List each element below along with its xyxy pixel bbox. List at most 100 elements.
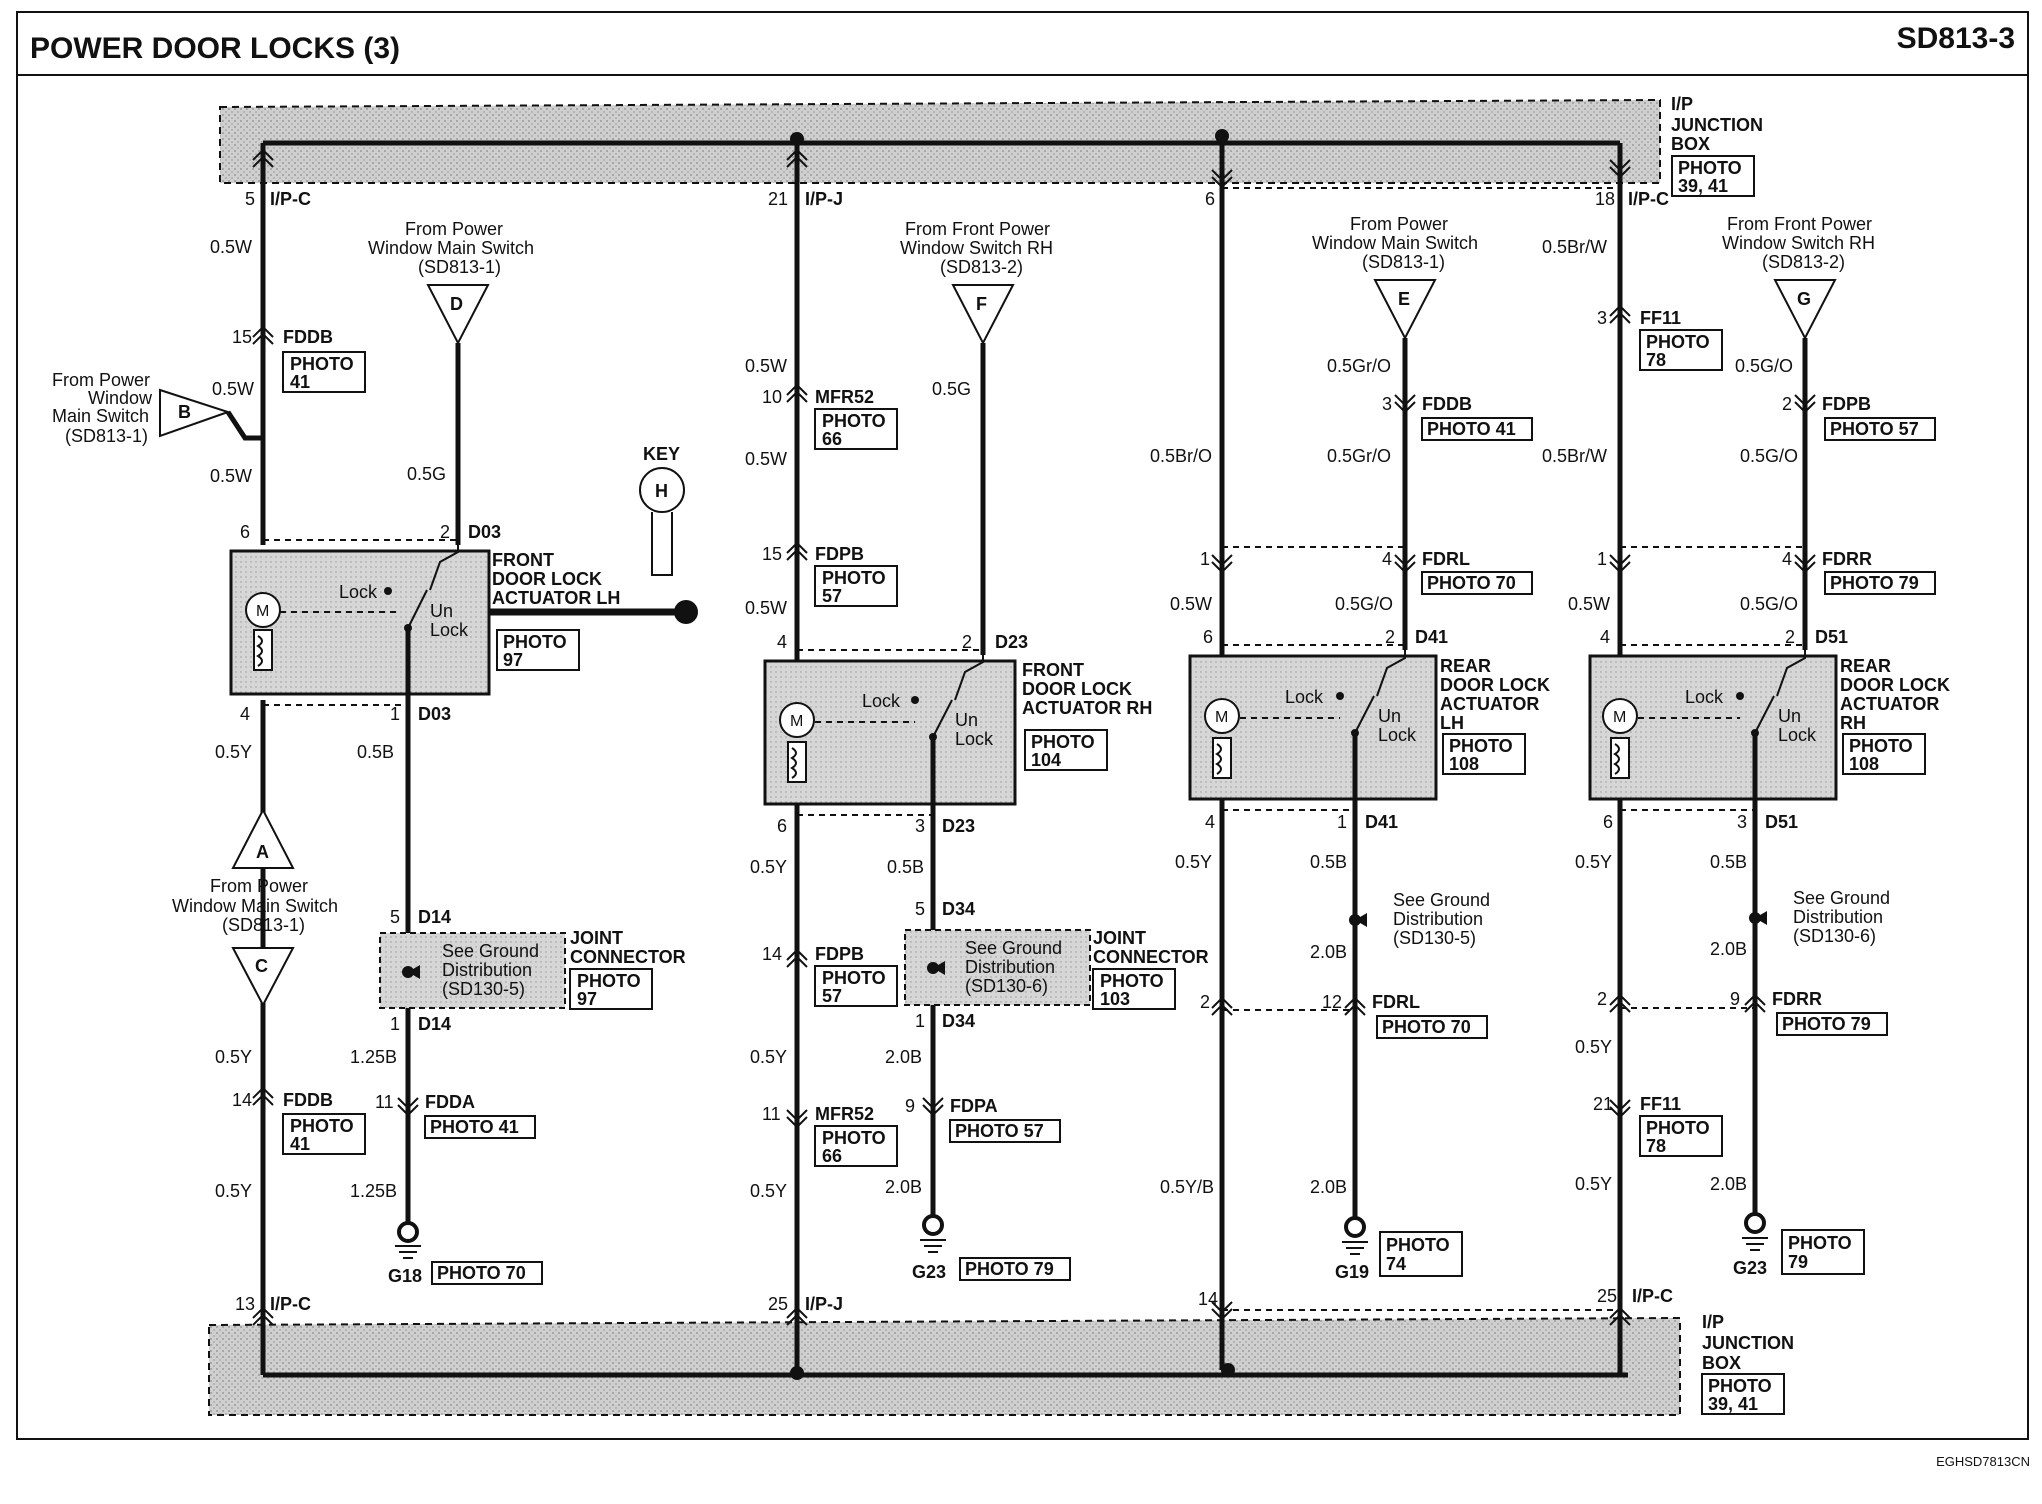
svg-text:LH: LH <box>1440 713 1464 733</box>
svg-text:See Ground: See Ground <box>442 941 539 961</box>
svg-text:M: M <box>1215 709 1228 726</box>
svg-text:(SD813-1): (SD813-1) <box>1362 252 1445 272</box>
svg-text:11: 11 <box>375 1092 394 1112</box>
svg-text:FF11: FF11 <box>1640 1094 1681 1114</box>
svg-text:0.5G/O: 0.5G/O <box>1735 356 1793 376</box>
svg-text:2: 2 <box>1597 989 1607 1009</box>
svg-text:M: M <box>1613 709 1626 726</box>
svg-text:PHOTO: PHOTO <box>822 411 886 431</box>
svg-text:2: 2 <box>440 522 450 542</box>
svg-text:D14: D14 <box>418 907 451 927</box>
svg-text:0.5Y: 0.5Y <box>215 1047 252 1067</box>
svg-text:PHOTO: PHOTO <box>1678 158 1742 178</box>
page-code: SD813-3 <box>1897 22 2015 55</box>
svg-text:B: B <box>178 402 191 422</box>
svg-text:57: 57 <box>822 986 842 1006</box>
svg-text:4: 4 <box>777 632 787 652</box>
svg-text:57: 57 <box>822 586 842 606</box>
svg-text:2.0B: 2.0B <box>1710 1174 1747 1194</box>
svg-text:9: 9 <box>905 1096 915 1116</box>
svg-text:0.5Y/B: 0.5Y/B <box>1160 1177 1214 1197</box>
svg-text:18: 18 <box>1595 189 1615 209</box>
svg-text:PHOTO: PHOTO <box>1386 1235 1450 1255</box>
svg-text:I/P-C: I/P-C <box>1632 1286 1673 1306</box>
svg-text:FDRR: FDRR <box>1822 549 1872 569</box>
svg-text:Un: Un <box>430 601 453 621</box>
svg-text:(SD130-5): (SD130-5) <box>1393 928 1476 948</box>
svg-text:PHOTO 79: PHOTO 79 <box>1782 1014 1871 1034</box>
svg-text:3: 3 <box>1597 308 1607 328</box>
svg-text:0.5Y: 0.5Y <box>750 857 787 877</box>
svg-text:4: 4 <box>1782 549 1792 569</box>
svg-text:4: 4 <box>240 704 250 724</box>
svg-text:M: M <box>256 603 269 620</box>
svg-text:108: 108 <box>1449 754 1479 774</box>
svg-text:4: 4 <box>1205 812 1215 832</box>
svg-text:JUNCTION: JUNCTION <box>1671 115 1763 135</box>
svg-text:0.5Y: 0.5Y <box>750 1181 787 1201</box>
svg-text:0.5W: 0.5W <box>1568 594 1610 614</box>
svg-text:15: 15 <box>232 327 252 347</box>
svg-text:See Ground: See Ground <box>1793 888 1890 908</box>
svg-text:FDDA: FDDA <box>425 1092 475 1112</box>
svg-text:39, 41: 39, 41 <box>1678 176 1728 196</box>
svg-text:Lock: Lock <box>1685 687 1724 707</box>
svg-text:D34: D34 <box>942 899 975 919</box>
svg-text:2: 2 <box>1782 394 1792 414</box>
svg-text:0.5Y: 0.5Y <box>1575 1037 1612 1057</box>
svg-text:3: 3 <box>1737 812 1747 832</box>
svg-text:E: E <box>1398 289 1410 309</box>
svg-text:DOOR LOCK: DOOR LOCK <box>1440 675 1550 695</box>
svg-text:2: 2 <box>1385 627 1395 647</box>
svg-text:1: 1 <box>915 1011 925 1031</box>
svg-text:REAR: REAR <box>1840 656 1891 676</box>
svg-text:(SD130-5): (SD130-5) <box>442 979 525 999</box>
svg-text:D14: D14 <box>418 1014 451 1034</box>
svg-text:JOINT: JOINT <box>1093 928 1146 948</box>
svg-text:I/P-C: I/P-C <box>270 189 311 209</box>
svg-text:0.5Gr/O: 0.5Gr/O <box>1327 446 1391 466</box>
svg-text:DOOR LOCK: DOOR LOCK <box>492 569 602 589</box>
svg-text:(SD813-1): (SD813-1) <box>65 426 148 446</box>
svg-text:14: 14 <box>1198 1289 1218 1309</box>
svg-text:1.25B: 1.25B <box>350 1047 397 1067</box>
svg-text:CONNECTOR: CONNECTOR <box>1093 947 1209 967</box>
svg-text:ACTUATOR RH: ACTUATOR RH <box>1022 698 1152 718</box>
svg-text:REAR: REAR <box>1440 656 1491 676</box>
svg-text:1: 1 <box>1200 549 1210 569</box>
svg-text:From Power: From Power <box>405 219 503 239</box>
svg-text:25: 25 <box>1597 1286 1617 1306</box>
svg-text:(SD813-2): (SD813-2) <box>940 257 1023 277</box>
svg-text:PHOTO: PHOTO <box>1031 732 1095 752</box>
svg-text:0.5Y: 0.5Y <box>215 742 252 762</box>
svg-text:0.5Y: 0.5Y <box>1575 1174 1612 1194</box>
svg-text:0.5G/O: 0.5G/O <box>1740 446 1798 466</box>
svg-text:0.5W: 0.5W <box>210 466 252 486</box>
svg-text:PHOTO: PHOTO <box>822 568 886 588</box>
svg-text:FDDB: FDDB <box>283 1090 333 1110</box>
svg-text:FDRL: FDRL <box>1422 549 1470 569</box>
svg-text:D51: D51 <box>1765 812 1798 832</box>
svg-text:D03: D03 <box>468 522 501 542</box>
svg-text:Un: Un <box>1378 706 1401 726</box>
svg-text:From Power: From Power <box>1350 214 1448 234</box>
svg-text:2.0B: 2.0B <box>1710 939 1747 959</box>
svg-text:Un: Un <box>955 710 978 730</box>
svg-text:Lock: Lock <box>1778 725 1817 745</box>
svg-text:FDPA: FDPA <box>950 1096 998 1116</box>
svg-text:D41: D41 <box>1365 812 1398 832</box>
svg-text:I/P: I/P <box>1671 94 1693 114</box>
svg-text:Window Main Switch: Window Main Switch <box>1312 233 1478 253</box>
svg-text:A: A <box>256 842 269 862</box>
svg-text:0.5G/O: 0.5G/O <box>1335 594 1393 614</box>
svg-text:0.5Y: 0.5Y <box>750 1047 787 1067</box>
svg-text:PHOTO: PHOTO <box>822 1128 886 1148</box>
svg-text:BOX: BOX <box>1671 134 1710 154</box>
svg-text:0.5G: 0.5G <box>407 464 446 484</box>
svg-text:PHOTO: PHOTO <box>503 632 567 652</box>
svg-text:Distribution: Distribution <box>1393 909 1483 929</box>
svg-text:(SD813-2): (SD813-2) <box>1762 252 1845 272</box>
svg-text:12: 12 <box>1322 992 1342 1012</box>
svg-text:Lock: Lock <box>1285 687 1324 707</box>
svg-text:D03: D03 <box>418 704 451 724</box>
